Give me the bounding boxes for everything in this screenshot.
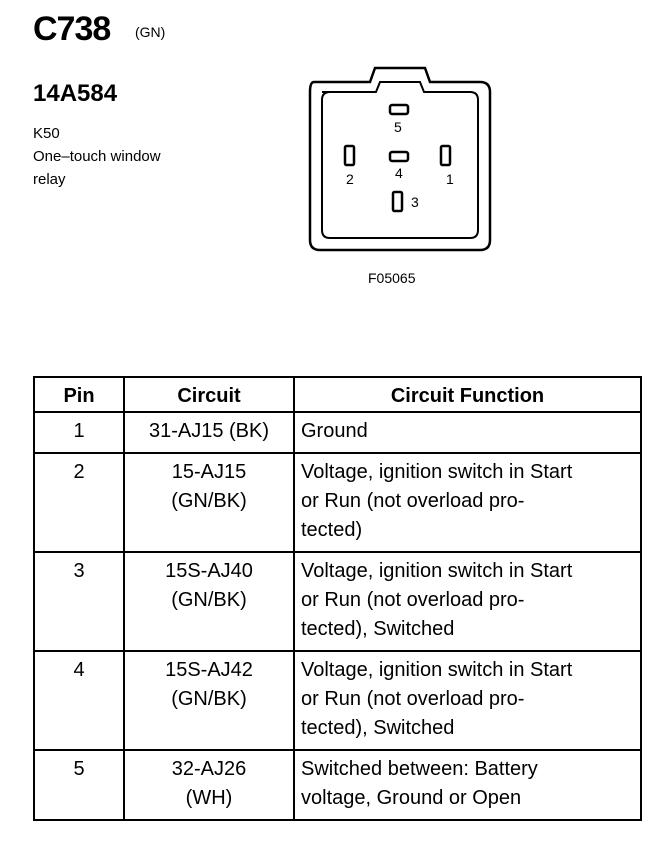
- connector-inner-shell: [321, 81, 479, 239]
- pin-cell: 1: [33, 411, 125, 454]
- pin-3-label: 3: [411, 194, 419, 210]
- circuit-cell: 31-AJ15 (BK): [123, 411, 295, 454]
- pin-2-terminal: [343, 144, 356, 167]
- pin-3-terminal: [391, 190, 404, 213]
- table-row: 1 31-AJ15 (BK) Ground: [33, 411, 642, 454]
- function-line: or Run (not overload pro-: [301, 589, 525, 611]
- function-cell: Voltage, ignition switch in Start or Run…: [293, 452, 642, 553]
- circuit-line: (GN/BK): [171, 589, 247, 611]
- header-pin: Pin: [33, 376, 125, 413]
- pin-1-terminal: [439, 144, 452, 167]
- component-code: K50: [33, 125, 60, 142]
- pin-cell: 5: [33, 749, 125, 821]
- pin-1-label: 1: [446, 171, 454, 187]
- circuit-line: 32-AJ26: [171, 758, 247, 780]
- circuit-line: 15-AJ15: [171, 461, 247, 483]
- function-cell: Voltage, ignition switch in Start or Run…: [293, 551, 642, 652]
- pin-cell: 4: [33, 650, 125, 751]
- circuit-line: (GN/BK): [171, 688, 247, 710]
- connector-id: C738: [33, 10, 111, 48]
- table-row: 2 15-AJ15 (GN/BK) Voltage, ignition swit…: [33, 452, 642, 553]
- function-cell: Voltage, ignition switch in Start or Run…: [293, 650, 642, 751]
- function-line: voltage, Ground or Open: [301, 787, 522, 809]
- function-line: Voltage, ignition switch in Start: [301, 461, 573, 483]
- circuit-line: (WH): [185, 787, 233, 809]
- function-cell: Ground: [293, 411, 642, 454]
- circuit-line: 31-AJ15 (BK): [148, 420, 270, 442]
- table-row: 4 15S-AJ42 (GN/BK) Voltage, ignition swi…: [33, 650, 642, 751]
- circuit-cell: 32-AJ26 (WH): [123, 749, 295, 821]
- function-cell: Switched between: Battery voltage, Groun…: [293, 749, 642, 821]
- function-line: tected): [301, 519, 363, 541]
- description-line-2: relay: [33, 171, 66, 188]
- function-line: Voltage, ignition switch in Start: [301, 560, 573, 582]
- table-row: 5 32-AJ26 (WH) Switched between: Battery…: [33, 749, 642, 821]
- connector-outer-shell: [308, 66, 492, 252]
- circuit-line: 15S-AJ40: [165, 560, 253, 582]
- header-circuit-function: Circuit Function: [293, 376, 642, 413]
- pin-2-label: 2: [346, 171, 354, 187]
- table-header-row: Pin Circuit Circuit Function: [33, 376, 642, 413]
- header-circuit: Circuit: [123, 376, 295, 413]
- figure-id: F05065: [368, 270, 416, 286]
- pin-4-terminal: [388, 150, 410, 163]
- connector-color: (GN): [135, 24, 166, 40]
- pin-cell: 3: [33, 551, 125, 652]
- part-number: 14A584: [33, 80, 118, 107]
- function-line: tected), Switched: [301, 717, 455, 739]
- pin-5-label: 5: [394, 119, 402, 135]
- function-line: Switched between: Battery: [301, 758, 538, 780]
- connector-face-diagram: 5 4 2 1 3: [308, 66, 492, 252]
- circuit-cell: 15-AJ15 (GN/BK): [123, 452, 295, 553]
- circuit-line: (GN/BK): [171, 490, 247, 512]
- pin-cell: 2: [33, 452, 125, 553]
- pin-5-terminal: [388, 103, 410, 116]
- pin-4-label: 4: [395, 165, 403, 181]
- circuit-cell: 15S-AJ42 (GN/BK): [123, 650, 295, 751]
- pin-table: Pin Circuit Circuit Function 1 31-AJ15 (…: [33, 376, 642, 821]
- circuit-line: 15S-AJ42: [165, 659, 253, 681]
- description-line-1: One–touch window: [33, 148, 161, 165]
- table-row: 3 15S-AJ40 (GN/BK) Voltage, ignition swi…: [33, 551, 642, 652]
- function-line: Voltage, ignition switch in Start: [301, 659, 573, 681]
- circuit-cell: 15S-AJ40 (GN/BK): [123, 551, 295, 652]
- function-line: Ground: [301, 420, 368, 442]
- function-line: or Run (not overload pro-: [301, 490, 525, 512]
- function-line: or Run (not overload pro-: [301, 688, 525, 710]
- function-line: tected), Switched: [301, 618, 455, 640]
